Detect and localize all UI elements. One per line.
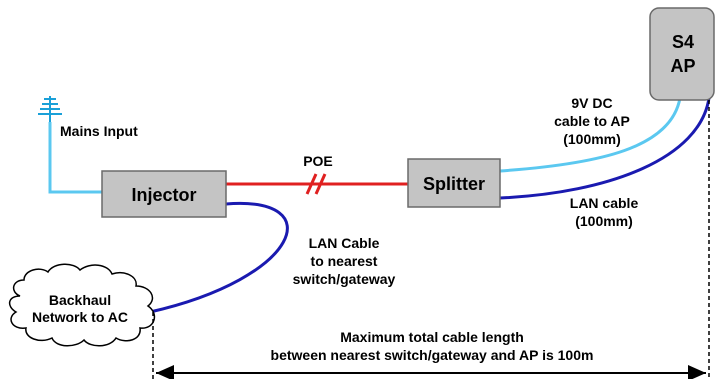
backhaul-label-line2: Network to AC [32, 309, 128, 325]
access-point-box: S4 AP [649, 7, 715, 101]
lan-cable-ap-label-line1: LAN cable [570, 195, 639, 211]
lan-cable-ap [499, 97, 711, 200]
dc-cable-label-line1: 9V DC [571, 95, 612, 111]
splitter-label: Splitter [423, 174, 485, 194]
splitter-box: Splitter [407, 158, 501, 208]
lan-cable-ap-label-line2: (100mm) [575, 213, 633, 229]
mains-input-label: Mains Input [60, 123, 138, 139]
max-length-label-line1: Maximum total cable length [340, 329, 524, 345]
backhaul-cloud: Backhaul Network to AC [8, 263, 156, 347]
max-length-label-line2: between nearest switch/gateway and AP is… [271, 347, 594, 363]
poe-label: POE [303, 153, 333, 169]
dc-cable [499, 97, 682, 173]
mains-cable [48, 122, 102, 194]
injector-box: Injector [101, 170, 227, 218]
lan-cable-switch-label-line2: to nearest [311, 253, 378, 269]
poe-break-marks [305, 173, 327, 195]
dc-cable-label-line2: cable to AP [554, 113, 630, 129]
backhaul-label-line1: Backhaul [49, 292, 111, 308]
ap-label-line2: AP [670, 56, 695, 76]
dc-cable-label-line3: (100mm) [563, 131, 621, 147]
ap-label-line1: S4 [672, 32, 694, 52]
lan-cable-backhaul [149, 201, 289, 314]
mains-antenna-icon [38, 96, 62, 122]
injector-label: Injector [131, 185, 196, 205]
lan-cable-switch-label-line1: LAN Cable [309, 235, 380, 251]
lan-cable-switch-label-line3: switch/gateway [293, 271, 396, 287]
